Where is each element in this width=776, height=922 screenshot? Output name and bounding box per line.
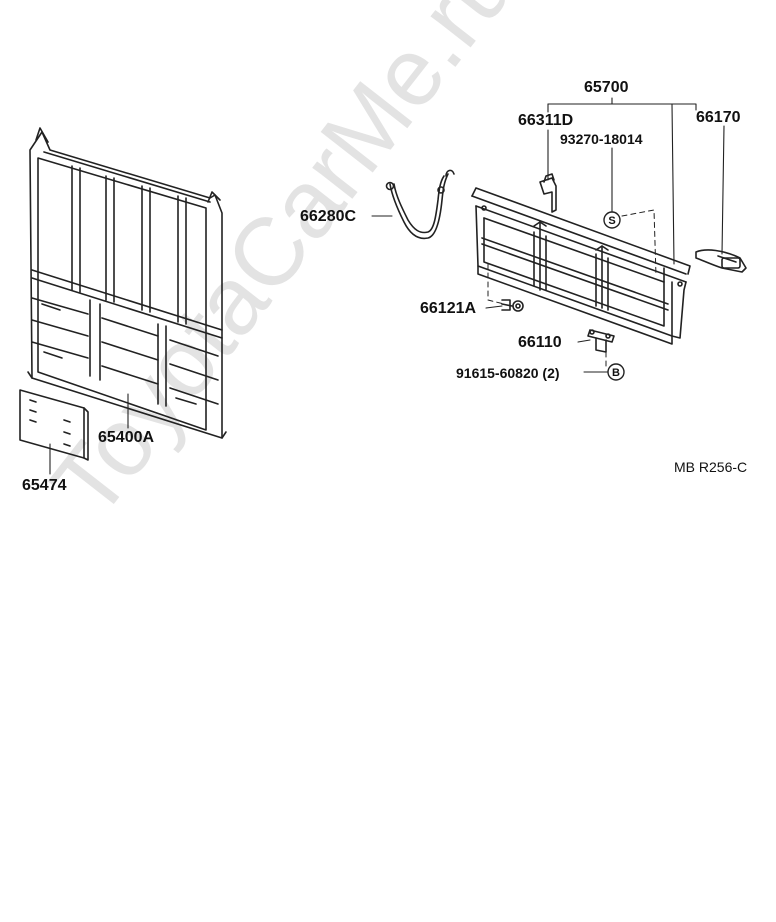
label-66170: 66170 — [696, 109, 741, 126]
stopper-drawing — [587, 329, 615, 353]
bolt-washer-drawing — [501, 299, 524, 312]
hinge-bracket-drawing — [539, 173, 557, 213]
svg-text:S: S — [608, 215, 615, 227]
leader-lines — [49, 97, 725, 475]
label-66311d: 66311D — [518, 112, 574, 129]
b-marker: B — [607, 363, 625, 381]
hook-drawing — [695, 249, 747, 273]
reference-code: MB R256-C — [674, 459, 748, 475]
chain-drawing — [385, 169, 455, 240]
label-66121a: 66121A — [420, 300, 477, 317]
tailgate-drawing — [471, 187, 691, 345]
guard-frame-drawing — [27, 127, 227, 439]
label-65474: 65474 — [22, 477, 67, 494]
label-66280c: 66280C — [300, 208, 357, 225]
label-65400a: 65400A — [98, 429, 155, 446]
dashed-lines — [487, 209, 657, 371]
s-marker: S — [603, 211, 621, 229]
label-93270-18014: 93270-18014 — [560, 131, 643, 147]
plate-drawing — [19, 389, 89, 461]
label-65700: 65700 — [584, 79, 629, 96]
label-66110: 66110 — [518, 334, 562, 351]
label-91615-60820: 91615-60820 (2) — [456, 365, 560, 381]
svg-text:B: B — [612, 367, 620, 379]
